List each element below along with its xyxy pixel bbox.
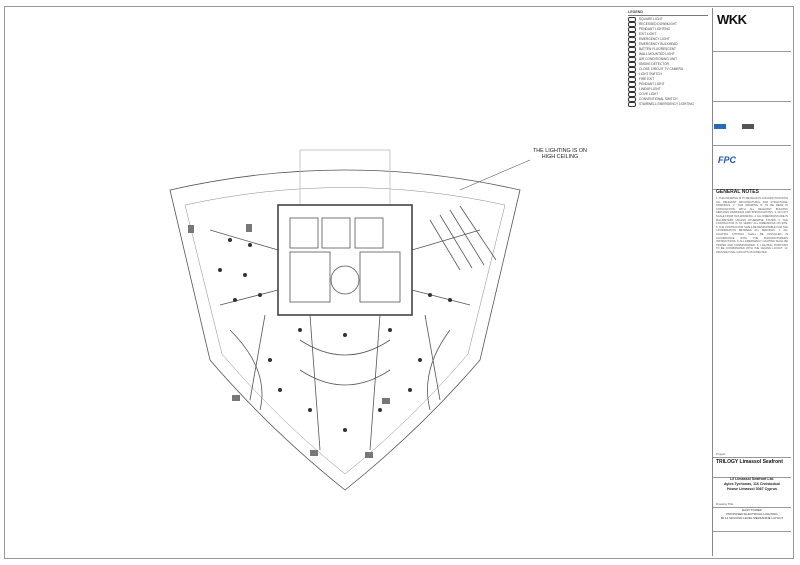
general-notes: 1. THIS DRAWING IS TO BE READ IN CONJUNC… (716, 197, 788, 254)
batten-icon (628, 46, 636, 52)
client-line: L/I Limassol Seafront Ltd. (730, 477, 774, 481)
square-light-icon (628, 16, 636, 22)
legend-row: CONVENTIONAL SWITCH (628, 96, 708, 102)
legend-row: SMOKE DETECTOR (628, 61, 708, 67)
legend-row: LINEAR LIGHT (628, 86, 708, 92)
legend-row: RECESSED DOWNLIGHT (628, 21, 708, 27)
legend-row: CLOSE CIRCUIT TV CAMERA (628, 66, 708, 72)
cove-light-icon (628, 91, 636, 97)
ac-unit-icon (628, 56, 636, 62)
fire-exit-icon (628, 76, 636, 82)
exit-light-icon (628, 31, 636, 37)
callout-line-2: HIGH CEILING (541, 154, 579, 161)
building-outline (169, 169, 521, 491)
pendant-icon (628, 26, 636, 32)
general-notes-title: GENERAL NOTES (716, 189, 759, 195)
legend-row: SQUARE LIGHT (628, 16, 708, 22)
cctv-icon (628, 66, 636, 72)
bulkhead-icon (628, 41, 636, 47)
fpc-logo: FPC (718, 155, 736, 165)
wkk-logo: WKK (717, 12, 747, 27)
legend-row: PENDANT LIGHT (628, 81, 708, 87)
project-name: TRILOGY Limassol Seafront (716, 459, 783, 465)
pendant-light-icon (628, 81, 636, 87)
drawing-title-line: 66.14 GROUND LEVEL MEZZANINE LAYOUT (720, 516, 784, 520)
drawing-title: EAST TOWER PROPOSED ELECTRICAL LIGHTING … (716, 508, 788, 520)
conventional-switch-icon (628, 96, 636, 102)
consultant-logo (714, 124, 726, 129)
legend-row: BATTEN FLUORESCENT (628, 46, 708, 52)
title-block (712, 8, 791, 556)
smoke-detector-icon (628, 61, 636, 67)
legend-row: PENDANT LIGHTING (628, 26, 708, 32)
floor-plan (169, 149, 531, 491)
stairwell-light-icon (628, 101, 636, 107)
legend-row: EMERGENCY BULKHEAD (628, 41, 708, 47)
drawing-title-line: EAST TOWER (742, 508, 762, 512)
symbol-legend: LEGEND SQUARE LIGHT RECESSED DOWNLIGHT P… (628, 10, 708, 180)
client-line: House Limassol 3087 Cyprus (727, 487, 777, 491)
client-address: L/I Limassol Seafront Ltd. Ayios Tychona… (716, 477, 788, 492)
drawing-title-line: PROPOSED ELECTRICAL LIGHTING (726, 512, 778, 516)
drawing-title-label: Drawing Title (716, 502, 734, 506)
legend-row: EXIT LIGHT (628, 31, 708, 37)
sheet-frame (4, 6, 794, 559)
ceiling-callout: THE LIGHTING IS ON HIGH CEILING (533, 148, 587, 160)
wall-light-icon (628, 51, 636, 57)
engineer-logo (742, 124, 754, 129)
switch-icon (628, 71, 636, 77)
legend-row: AIR CONDITIONING UNIT (628, 56, 708, 62)
legend-row: FIRE EXIT (628, 76, 708, 82)
legend-row: LIGHT SWITCH (628, 71, 708, 77)
legend-row: COVE LIGHT (628, 91, 708, 97)
downlight-icon (628, 21, 636, 27)
project-label: Project (716, 452, 726, 456)
linear-light-icon (628, 86, 636, 92)
emergency-light-icon (628, 36, 636, 42)
legend-row: EMERGENCY LIGHT (628, 36, 708, 42)
legend-row: WALL MOUNTED LIGHT (628, 51, 708, 57)
callout-line-1: THE LIGHTING IS ON (533, 148, 587, 154)
legend-title: LEGEND (628, 10, 708, 16)
building-core (277, 204, 413, 316)
legend-row: STAIRWELL EMERGENCY LIGHTING (628, 101, 708, 107)
client-line: Ayios Tychonas, 116 Christodoul (723, 482, 781, 486)
